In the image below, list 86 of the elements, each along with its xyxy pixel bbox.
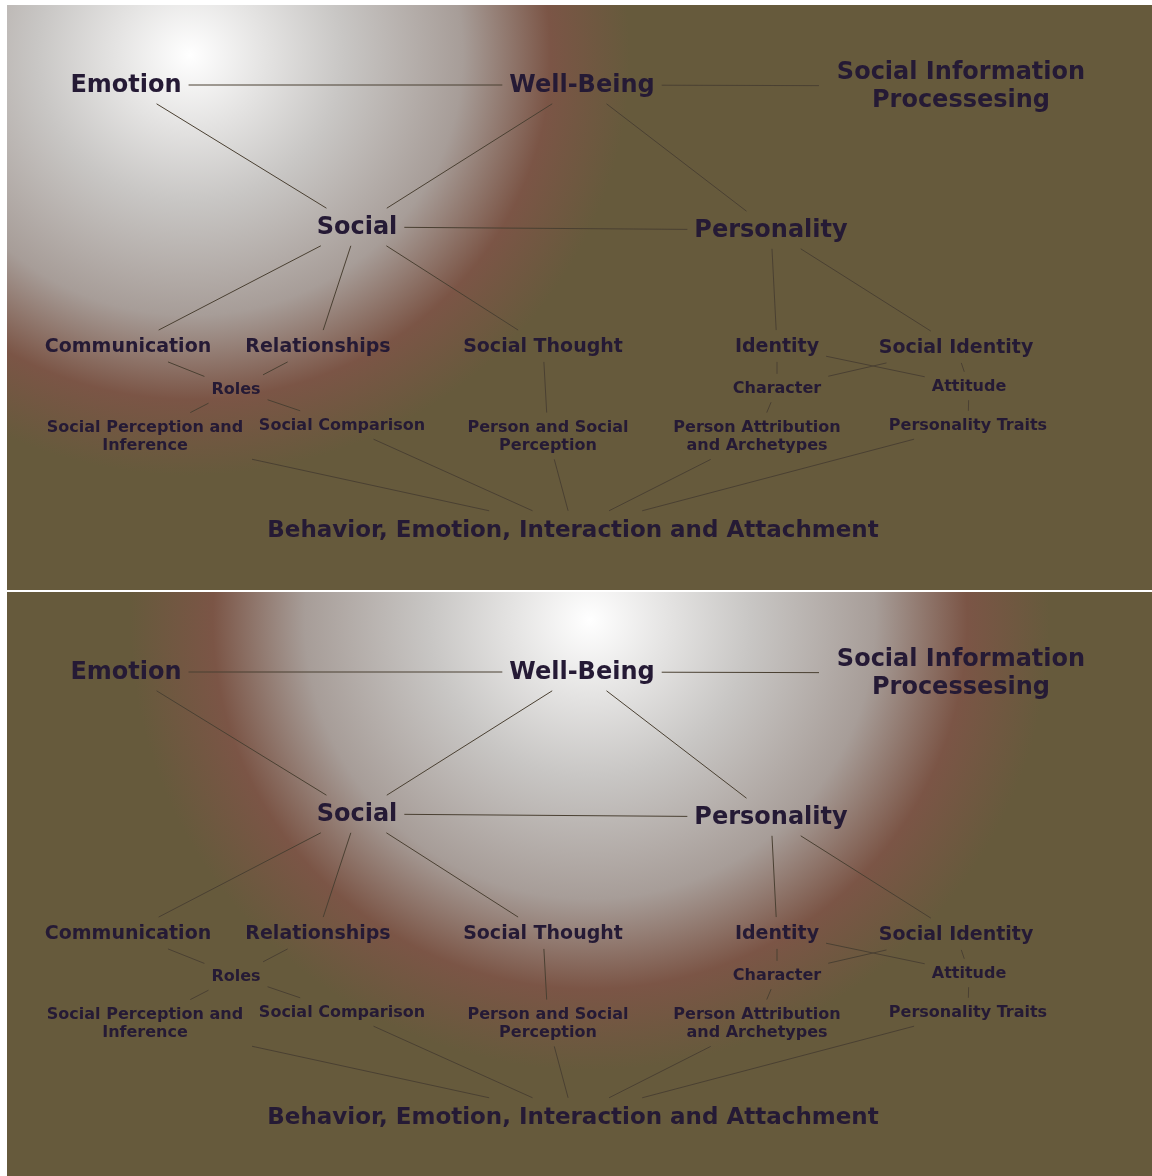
connector-line: [385, 245, 519, 331]
connector-line: [167, 361, 205, 377]
connector-line: [386, 690, 553, 796]
connector-line: [403, 813, 688, 817]
topic-label: Personality Traits: [888, 1002, 1048, 1022]
topic-label: Social Comparison: [258, 1002, 426, 1022]
connector-line: [553, 1045, 569, 1099]
connector-line: [373, 1025, 534, 1099]
connector-line: [827, 949, 887, 964]
connector-line: [661, 671, 820, 674]
topic-label: Personality: [694, 216, 848, 244]
connector-line: [156, 103, 327, 209]
connector-line: [158, 245, 322, 331]
topic-label: Character: [732, 965, 822, 985]
connector-line: [251, 1045, 490, 1099]
topic-label: Social Perception and Inference: [45, 1004, 245, 1042]
connector-line: [543, 948, 548, 1001]
topic-label: Person and Social Perception: [466, 417, 630, 455]
connector-line: [188, 671, 503, 673]
topic-label: Behavior, Emotion, Interaction and Attachment: [267, 515, 879, 543]
topic-label: Emotion: [70, 71, 182, 99]
topic-label: Relationships: [245, 335, 391, 357]
connector-line: [766, 988, 772, 1001]
connector-line: [800, 835, 932, 919]
connector-line: [322, 832, 352, 918]
topic-label: Identity: [734, 922, 820, 944]
connector-line: [158, 832, 322, 918]
topic-label: Attitude: [931, 963, 1007, 983]
topic-label: Social Thought: [463, 335, 623, 357]
topic-label: Social Thought: [463, 922, 623, 944]
connector-line: [641, 438, 915, 512]
connector-line: [608, 1045, 712, 1099]
topic-label: Behavior, Emotion, Interaction and Attachment: [267, 1102, 879, 1130]
connector-line: [189, 989, 209, 1001]
connector-line: [156, 690, 327, 796]
topic-label: Social Identity: [878, 923, 1034, 945]
connector-line: [771, 248, 777, 331]
connector-line: [373, 438, 534, 512]
topic-label: Communication: [44, 922, 212, 944]
connector-line: [771, 835, 777, 918]
connector-line: [960, 362, 965, 373]
connector-line: [553, 458, 569, 512]
topic-label: Social: [316, 213, 398, 241]
connector-line: [385, 832, 519, 918]
connector-line: [322, 245, 352, 331]
connector-line: [251, 458, 490, 512]
connector-line: [543, 361, 548, 414]
topic-label: Identity: [734, 335, 820, 357]
topic-label: Person Attribution and Archetypes: [672, 417, 842, 455]
connector-line: [825, 355, 926, 378]
topic-label: Well-Being: [509, 71, 655, 99]
topic-label: Attitude: [931, 376, 1007, 396]
topic-label: Character: [732, 378, 822, 398]
connector-line: [386, 103, 553, 209]
connector-line: [188, 84, 503, 86]
connector-line: [167, 948, 205, 964]
connector-line: [825, 942, 926, 965]
connector-line: [608, 458, 712, 512]
topic-label: Social Information Processesing: [835, 58, 1087, 114]
topic-label: Social: [316, 800, 398, 828]
topic-label: Personality Traits: [888, 415, 1048, 435]
topic-label: Social Comparison: [258, 415, 426, 435]
connector-line: [267, 399, 301, 412]
topic-label: Well-Being: [509, 658, 655, 686]
connector-line: [827, 362, 887, 377]
topic-label: Social Perception and Inference: [45, 417, 245, 455]
connector-line: [267, 986, 301, 999]
topic-label: Person and Social Perception: [466, 1004, 630, 1042]
connector-line: [262, 361, 289, 376]
connector-line: [262, 948, 289, 963]
connector-line: [641, 1025, 915, 1099]
connector-line: [403, 226, 688, 230]
topic-label: Communication: [44, 335, 212, 357]
connector-line: [606, 103, 747, 212]
connector-line: [766, 401, 772, 414]
topic-label: Roles: [211, 966, 261, 986]
topic-label: Roles: [211, 379, 261, 399]
topic-label: Person Attribution and Archetypes: [672, 1004, 842, 1042]
connector-line: [189, 402, 209, 414]
topic-label: Emotion: [70, 658, 182, 686]
connector-line: [960, 949, 965, 960]
connector-line: [800, 248, 932, 332]
topic-label: Social Identity: [878, 336, 1034, 358]
topic-label: Personality: [694, 803, 848, 831]
topic-label: Relationships: [245, 922, 391, 944]
connector-line: [606, 690, 747, 799]
